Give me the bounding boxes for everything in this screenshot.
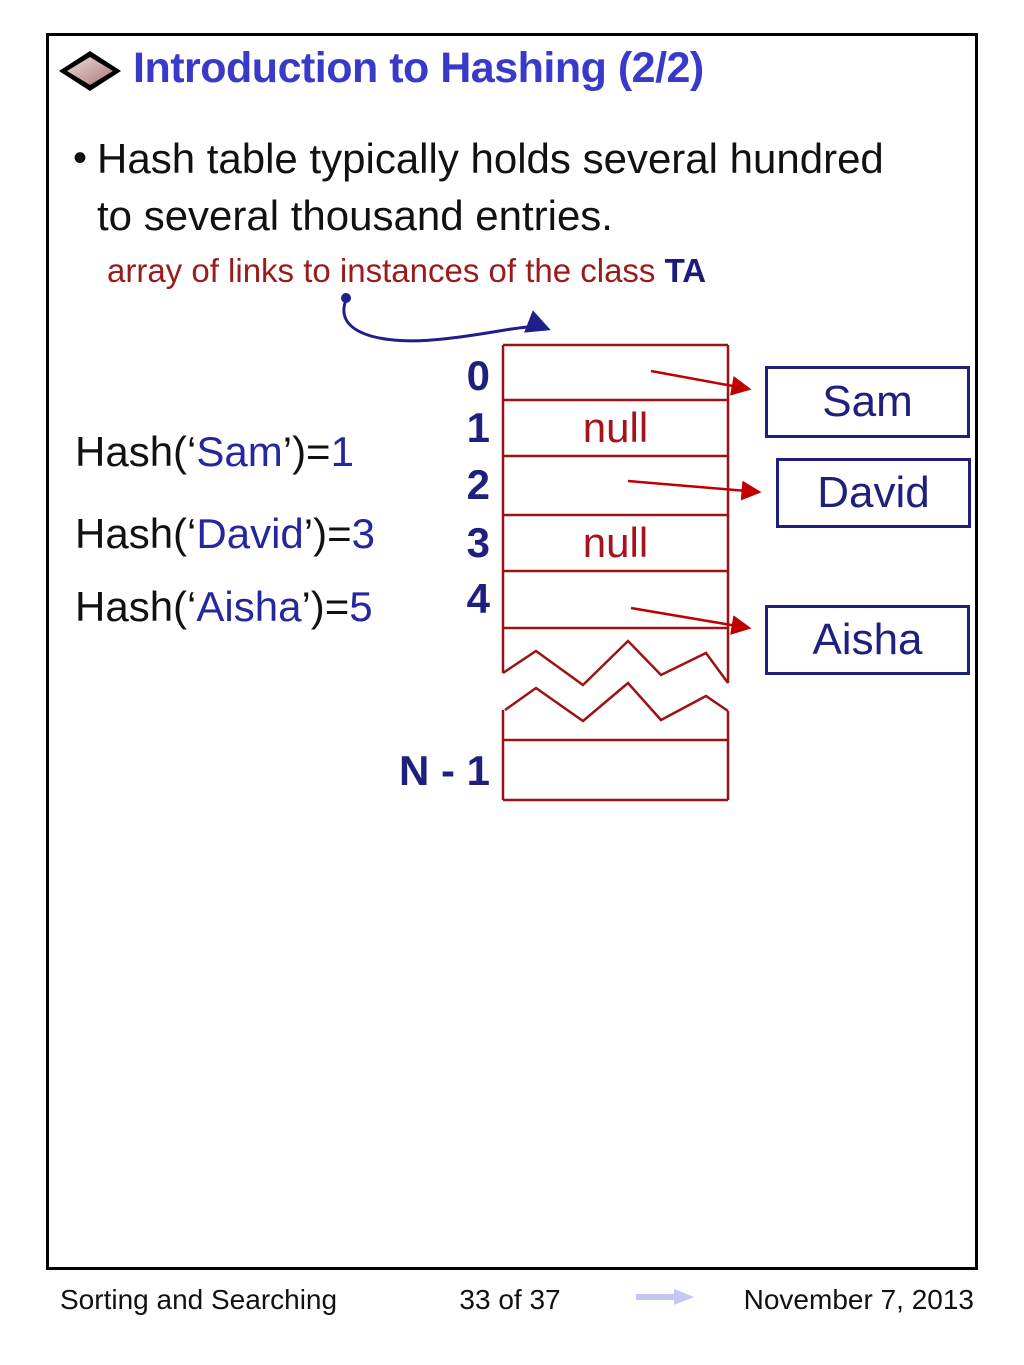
arrow-cell2-to-david — [627, 479, 762, 501]
eq-name: David — [196, 510, 304, 557]
index-label-0: 0 — [466, 352, 490, 399]
index-label-4: 4 — [466, 575, 490, 622]
index-label-3: 3 — [466, 519, 490, 566]
diamond-bullet-icon — [59, 51, 121, 91]
cell-3-null: null — [582, 519, 649, 566]
bullet-text: Hash table typically holds several hundr… — [97, 130, 884, 244]
eq-prefix: Hash(‘ — [75, 510, 197, 557]
footer-date: November 7, 2013 — [743, 1284, 974, 1315]
eq-value: 1 — [330, 428, 354, 475]
footer-page-number: 33 of 37 — [459, 1284, 561, 1315]
slide-frame: Introduction to Hashing (2/2) • Hash tab… — [46, 33, 978, 1270]
eq-suffix: ’)= — [303, 510, 352, 557]
footer-deck-title: Sorting and Searching — [60, 1284, 338, 1315]
eq-suffix: ’)= — [301, 583, 350, 630]
bullet-line: Hash table typically holds several hundr… — [97, 135, 884, 182]
eq-prefix: Hash(‘ — [75, 583, 197, 630]
bullet-glyph: • — [72, 136, 87, 180]
zigzag-break-lower — [504, 681, 729, 723]
bullet-paragraph: • Hash table typically holds several hun… — [63, 130, 884, 244]
eq-value: 3 — [351, 510, 375, 557]
eq-value: 5 — [349, 583, 373, 630]
pointer-curve-arrow — [342, 299, 551, 343]
eq-suffix: ’)= — [282, 428, 331, 475]
caption-class-name: TA — [664, 252, 707, 289]
index-label-2: 2 — [466, 461, 490, 508]
cell-1-null: null — [582, 404, 649, 451]
caption-text: array of links to instances of the class — [107, 252, 665, 289]
hash-equation-aisha: Hash(‘Aisha’)=5 — [75, 586, 373, 628]
eq-name: Aisha — [196, 583, 302, 630]
arrow-cell4-to-aisha — [630, 606, 752, 635]
next-slide-arrow-icon[interactable] — [636, 1287, 696, 1307]
pointer-dot — [341, 293, 351, 303]
instance-box-david: David — [776, 458, 971, 528]
index-label-1: 1 — [466, 404, 490, 451]
zigzag-break-upper — [502, 639, 730, 687]
hash-equation-david: Hash(‘David’)=3 — [75, 513, 375, 555]
hash-equation-sam: Hash(‘Sam’)=1 — [75, 431, 354, 473]
page-title: Introduction to Hashing (2/2) — [133, 44, 704, 92]
array-caption: array of links to instances of the class… — [107, 252, 706, 290]
arrow-cell0-to-sam — [650, 369, 752, 396]
instance-box-sam: Sam — [765, 366, 970, 438]
bullet-line: to several thousand entries. — [97, 192, 613, 239]
eq-prefix: Hash(‘ — [75, 428, 197, 475]
eq-name: Sam — [196, 428, 283, 475]
instance-box-aisha: Aisha — [765, 605, 970, 675]
index-label-n1: N - 1 — [398, 747, 490, 794]
